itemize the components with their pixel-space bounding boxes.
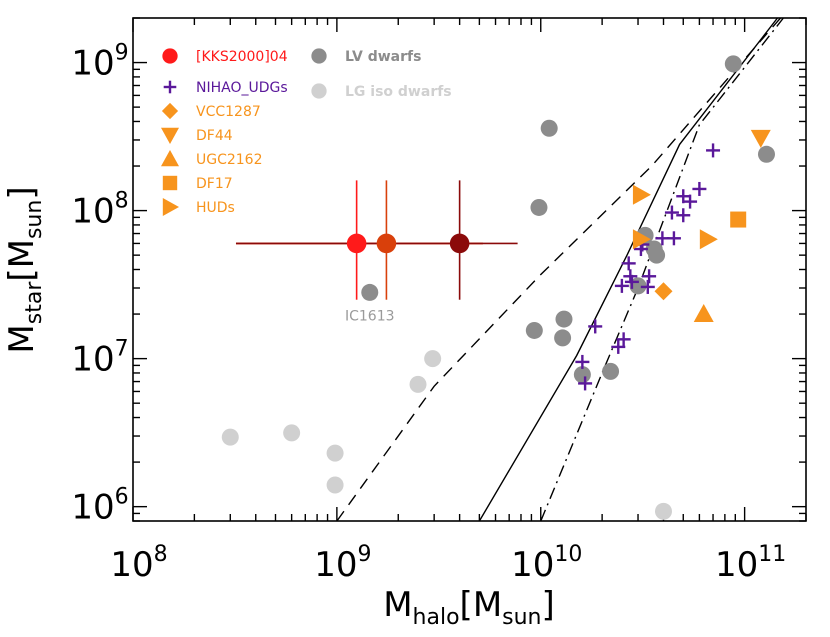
legend-label-ugc2162: UGC2162 bbox=[196, 152, 263, 168]
model-lines bbox=[336, 18, 784, 521]
lv-dwarfs-point bbox=[525, 321, 543, 339]
lg-iso-dwarfs-point bbox=[283, 424, 301, 442]
lv-dwarfs-point bbox=[555, 310, 573, 328]
legend-marker-df44 bbox=[161, 127, 179, 144]
x-tick-label: 108 bbox=[110, 542, 167, 585]
legend-label-lv-dwarfs: LV dwarfs bbox=[345, 49, 421, 65]
lv-dwarfs-point bbox=[540, 119, 558, 137]
nihao-udgs-point bbox=[614, 278, 629, 293]
lg-iso-dwarfs-point bbox=[654, 502, 672, 520]
nihao-udgs-point bbox=[666, 231, 681, 246]
legend-label-df17: DF17 bbox=[196, 176, 233, 192]
nihao-udgs-point bbox=[575, 354, 590, 369]
nihao-udgs-point bbox=[624, 274, 639, 289]
legend-label-nihao-udgs: NIHAO_UDGs bbox=[196, 80, 288, 96]
legend-label-df44: DF44 bbox=[196, 128, 233, 144]
nihao-udgs-point bbox=[588, 319, 603, 334]
huds-point bbox=[632, 184, 651, 205]
kks2000-04-point bbox=[376, 233, 397, 254]
axis-ticks bbox=[132, 17, 807, 522]
nihao-udgs-point bbox=[692, 181, 707, 196]
nihao-udgs-point bbox=[640, 279, 655, 294]
nihao-udgs-point bbox=[664, 205, 679, 220]
nihao-udgs-point bbox=[621, 256, 636, 271]
error-bars bbox=[235, 180, 518, 300]
nihao-udgs-point bbox=[611, 339, 626, 354]
lv-dwarfs-point bbox=[573, 366, 591, 384]
legend-marker-df17 bbox=[162, 175, 178, 191]
legend-label-lg-iso-dwarfs: LG iso dwarfs bbox=[345, 84, 452, 100]
legend-marker-kks2000-04 bbox=[162, 48, 178, 64]
lv-dwarfs-point bbox=[757, 145, 775, 163]
huds-point bbox=[699, 229, 718, 250]
nihao-udgs-point bbox=[683, 194, 698, 209]
lv-dwarfs-point bbox=[648, 246, 666, 264]
lg-iso-dwarfs-point bbox=[221, 428, 239, 446]
legend-marker-nihao-udgs bbox=[163, 80, 177, 94]
lv-dwarfs-point bbox=[724, 55, 742, 73]
lv-dwarfs-point bbox=[554, 329, 572, 347]
kks2000-04-point bbox=[449, 233, 470, 254]
vcc1287-point bbox=[654, 282, 673, 301]
y-axis-title: Mstar[Msun] bbox=[2, 186, 47, 353]
legend-marker-vcc1287 bbox=[161, 102, 179, 120]
kks2000-04-point bbox=[346, 233, 367, 254]
legend-marker-lg-iso-dwarfs bbox=[311, 83, 327, 99]
nihao-udgs-point bbox=[706, 143, 721, 158]
nihao-udgs-point bbox=[616, 332, 631, 347]
ugc2162-point bbox=[693, 304, 714, 323]
df17-point bbox=[730, 211, 747, 228]
model-line-solid bbox=[478, 18, 779, 521]
lv-dwarfs-point bbox=[361, 283, 379, 301]
y-tick-label: 106 bbox=[71, 485, 128, 528]
huds-point bbox=[632, 229, 651, 250]
x-axis-title: Mhalo[Msun] bbox=[383, 585, 555, 630]
legend-label-vcc1287: VCC1287 bbox=[196, 104, 261, 120]
legend-label-kks2000-04: [KKS2000]04 bbox=[196, 49, 288, 65]
nihao-udgs-point bbox=[642, 269, 657, 284]
x-tick-label: 109 bbox=[314, 542, 371, 585]
y-tick-label: 107 bbox=[71, 337, 128, 380]
lg-iso-dwarfs-point bbox=[424, 350, 442, 368]
y-tick-label: 109 bbox=[71, 41, 128, 84]
lv-dwarfs-point bbox=[530, 198, 548, 216]
df44-point bbox=[750, 129, 771, 148]
data-points bbox=[221, 55, 775, 520]
legend-marker-huds bbox=[162, 198, 179, 216]
lg-iso-dwarfs-point bbox=[326, 476, 344, 494]
legend-marker-ugc2162 bbox=[161, 150, 179, 167]
x-tick-label: 1010 bbox=[511, 542, 582, 585]
annotation-label: IC1613 bbox=[345, 309, 395, 325]
lg-iso-dwarfs-point bbox=[409, 375, 427, 393]
lv-dwarfs-point bbox=[602, 362, 620, 380]
nihao-udgs-point bbox=[676, 208, 691, 223]
legend-marker-lv-dwarfs bbox=[311, 48, 327, 64]
lg-iso-dwarfs-point bbox=[326, 444, 344, 462]
model-line-dashed bbox=[336, 18, 782, 521]
nihao-udgs-point bbox=[578, 376, 593, 391]
annotations: IC1613 bbox=[345, 309, 395, 325]
y-tick-label: 108 bbox=[71, 189, 128, 232]
tick-labels: 108 109 1010 1011 106 107 108 109 bbox=[71, 41, 786, 585]
legend-label-huds: HUDs bbox=[196, 200, 235, 216]
model-line-dashdot bbox=[540, 18, 784, 521]
x-tick-label: 1011 bbox=[715, 542, 786, 585]
